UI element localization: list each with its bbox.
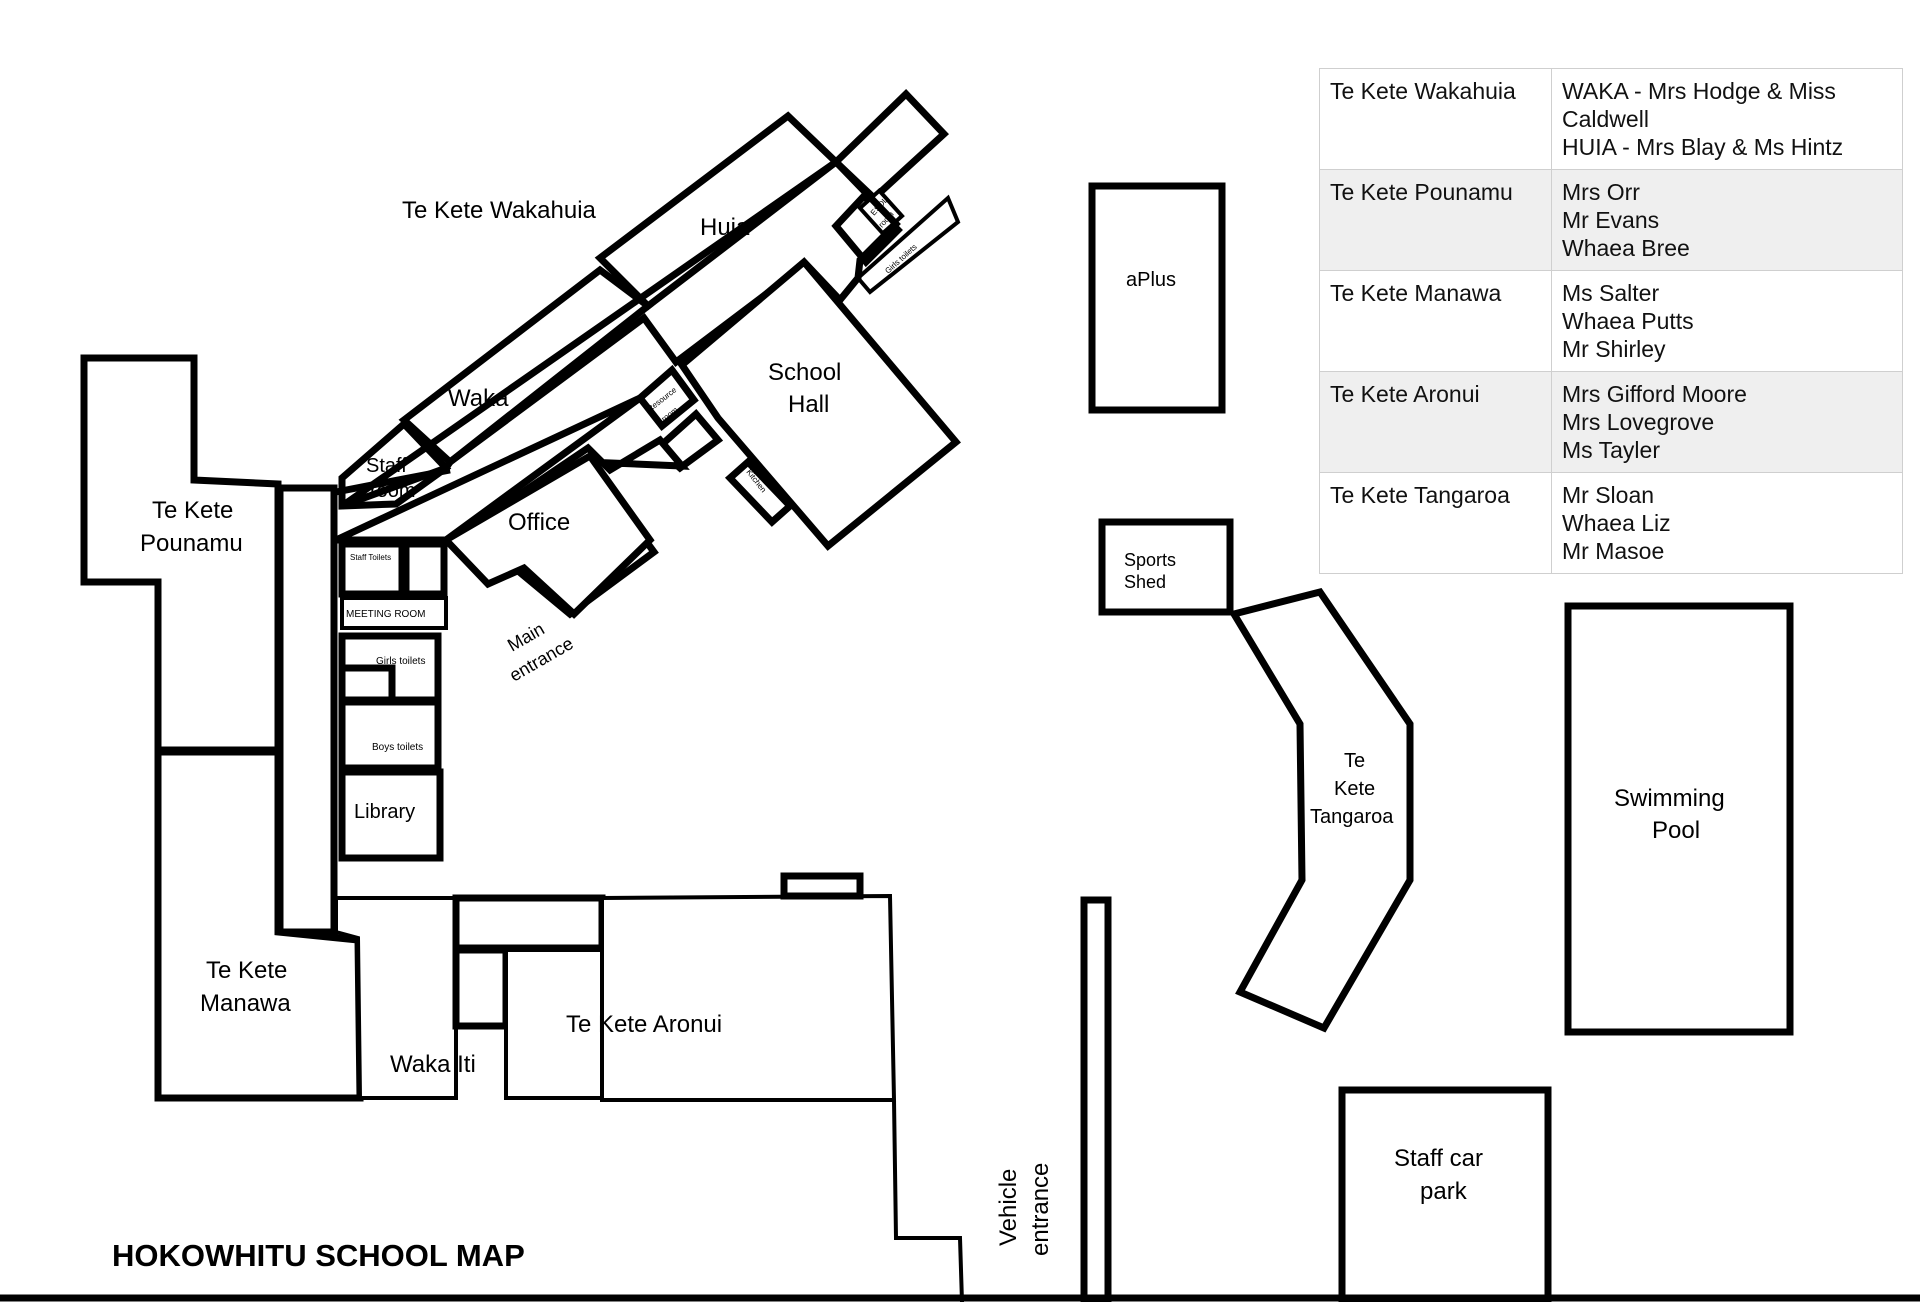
aronui-store [452, 946, 510, 1030]
legend-teacher: Whaea Liz [1562, 510, 1671, 536]
label-staff-room-1: Staff [366, 455, 407, 477]
resource-room [635, 364, 699, 431]
label-sports-shed-2: Shed [1124, 572, 1166, 592]
esol-room [831, 190, 903, 268]
vehicle-gate-post [1080, 896, 1112, 1302]
label-school-hall-1: School [768, 359, 841, 386]
staff-toilets [338, 540, 406, 598]
swimming-pool [1564, 602, 1794, 1036]
office-block [440, 451, 655, 619]
label-swimming-pool-1: Swimming [1614, 785, 1725, 812]
label-vehicle-entrance-1: Vehicle [995, 1169, 1022, 1246]
legend-teacher: Ms Salter [1562, 280, 1660, 306]
label-aronui: Te Kete Aronui [566, 1011, 722, 1038]
sports-shed [1098, 518, 1234, 616]
label-staff-car-park-1: Staff car [1394, 1145, 1483, 1172]
label-pounamu-1: Te Kete [152, 497, 233, 524]
label-meeting-room: MEETING ROOM [346, 609, 425, 620]
legend-teacher: Whaea Putts [1562, 308, 1694, 334]
label-staff-room-2: room [370, 480, 416, 502]
map-title: HOKOWHITU SCHOOL MAP [112, 1238, 525, 1273]
legend-teacher: HUIA - Mrs Blay & Ms Hintz [1562, 134, 1844, 160]
label-library: Library [354, 801, 415, 823]
legend-team-name: Te Kete Aronui [1319, 371, 1552, 473]
label-waka: Waka [448, 385, 509, 412]
legend-teacher: Mrs Orr [1562, 179, 1640, 205]
aplus-building [1088, 182, 1226, 414]
walkway-edge [335, 466, 451, 496]
legend-teacher: Ms Tayler [1562, 437, 1660, 463]
main-corridor [334, 394, 643, 544]
aronui-cubicle [452, 894, 606, 952]
legend-teacher: Mr Shirley [1562, 336, 1666, 362]
label-staff-toilets: Staff Toilets [350, 553, 391, 562]
waka-classroom [398, 265, 654, 467]
legend-teacher: Mrs Gifford Moore [1562, 381, 1747, 407]
legend-teacher: Mr Evans [1562, 207, 1660, 233]
legend-team-name: Te Kete Tangaroa [1319, 472, 1552, 574]
label-swimming-pool-2: Pool [1652, 817, 1700, 844]
label-wakahuia-area: Te Kete Wakahuia [402, 197, 597, 224]
legend-teacher: Mrs Lovegrove [1562, 409, 1715, 435]
label-sports-shed-1: Sports [1124, 550, 1176, 570]
label-boys-toilets: Boys toilets [372, 742, 423, 753]
school-hall [677, 257, 961, 551]
library [338, 768, 444, 862]
kitchen [724, 457, 796, 527]
label-school-hall-2: Hall [788, 391, 829, 418]
legend-teacher: WAKA - Mrs Hodge & Miss Caldwell [1562, 78, 1836, 132]
girls-toilets-cubicle [338, 664, 396, 704]
aronui-main [600, 893, 897, 1102]
label-aplus: aPlus [1126, 269, 1176, 291]
label-waka-iti: Waka Iti [390, 1051, 476, 1078]
tangaroa-classroom [1228, 588, 1414, 1033]
label-staff-car-park-2: park [1420, 1178, 1468, 1205]
meeting-room [340, 596, 448, 630]
legend-team-name: Te Kete Wakahuia [1319, 68, 1552, 170]
legend-team-name: Te Kete Pounamu [1319, 169, 1552, 271]
girls-toilets-top [855, 194, 961, 295]
label-tangaroa-1: Te [1344, 750, 1365, 772]
west-corridor [276, 484, 338, 936]
staff-toilets-cubicle [402, 540, 448, 598]
label-tangaroa-2: Kete [1334, 778, 1375, 800]
aronui-roof-unit [780, 872, 864, 900]
label-vehicle-entrance-2: entrance [1027, 1163, 1054, 1256]
label-girls-toilets: Girls toilets [376, 656, 425, 667]
legend-teacher: Whaea Bree [1562, 235, 1690, 261]
label-manawa-1: Te Kete [206, 957, 287, 984]
label-manawa-2: Manawa [200, 990, 291, 1017]
boys-toilets [338, 698, 442, 772]
label-pounamu-2: Pounamu [140, 530, 243, 557]
legend-teacher: Mr Sloan [1562, 482, 1655, 508]
boundary-fence [892, 1099, 964, 1302]
label-tangaroa-3: Tangaroa [1310, 806, 1394, 828]
label-office: Office [508, 509, 570, 536]
label-huia: Huia [700, 214, 750, 241]
legend-teacher: Mr Masoe [1562, 538, 1665, 564]
legend-team-name: Te Kete Manawa [1319, 270, 1552, 372]
staff-car-park [1338, 1086, 1552, 1302]
